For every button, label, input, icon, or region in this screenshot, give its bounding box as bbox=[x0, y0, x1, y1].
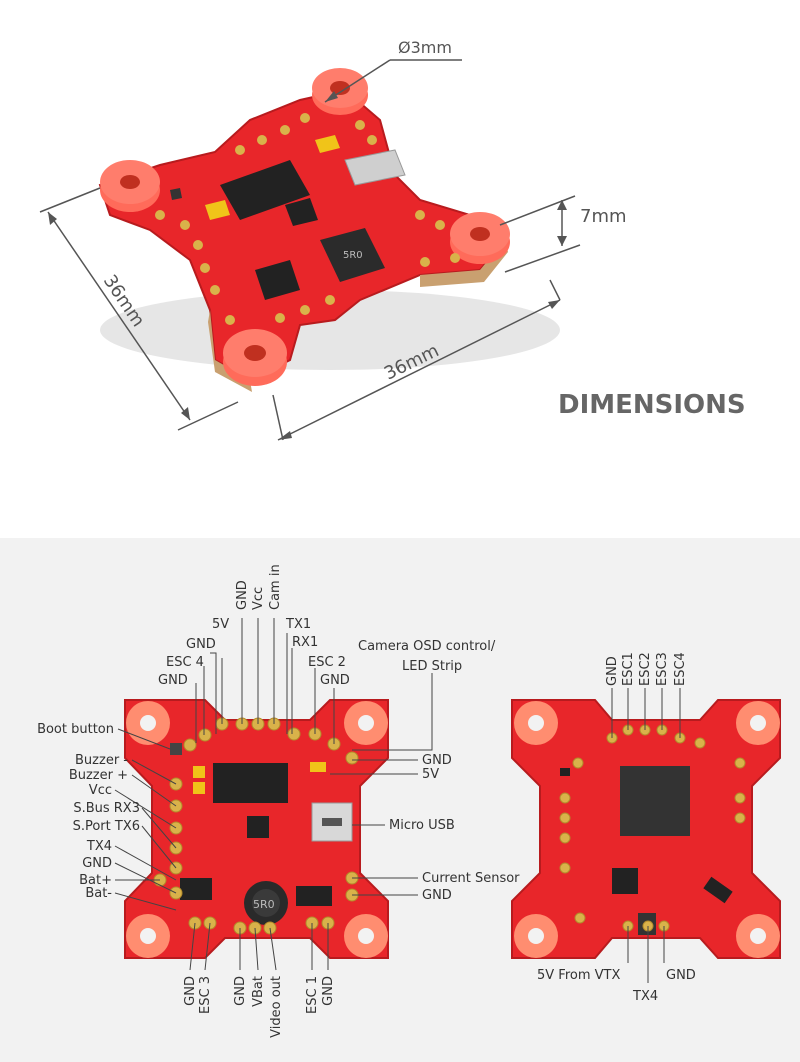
height-dimension: 7mm bbox=[580, 206, 627, 227]
front-leader-lines bbox=[114, 618, 433, 971]
back-label-tx4: TX4 bbox=[632, 989, 658, 1004]
label-sport-tx6: S.Port TX6 bbox=[73, 819, 140, 834]
label-vcc: Vcc bbox=[89, 783, 112, 798]
dimensions-illustration: 5R0 bbox=[39, 38, 746, 441]
label-top-gnd-left: GND bbox=[186, 637, 216, 652]
label-buzzer-minus: Buzzer - bbox=[75, 753, 128, 768]
front-board: 5R0 bbox=[124, 699, 389, 959]
label-right-5v: 5V bbox=[422, 767, 439, 782]
label-current-sensor: Current Sensor bbox=[422, 871, 520, 886]
front-grommets bbox=[126, 701, 388, 958]
grommet-bottom bbox=[223, 329, 287, 386]
mounting-grommets bbox=[100, 68, 510, 386]
back-grommets bbox=[514, 701, 780, 958]
label-bottom-gnd-2: GND bbox=[233, 976, 248, 1006]
label-bottom-gnd: GND bbox=[183, 976, 198, 1006]
front-components: 5R0 bbox=[170, 743, 353, 925]
back-label-gnd-bottom: GND bbox=[666, 968, 696, 983]
grommet-left bbox=[100, 160, 160, 212]
label-bottom-vbat: VBat bbox=[251, 976, 266, 1007]
back-label-esc2: ESC2 bbox=[638, 652, 653, 686]
label-micro-usb: Micro USB bbox=[389, 818, 455, 833]
pinout-panel: 5R0 bbox=[0, 538, 800, 1062]
dimension-arrowheads bbox=[48, 91, 567, 440]
grommet-top bbox=[312, 68, 368, 115]
label-top-cam-in: Cam in bbox=[268, 564, 283, 610]
back-label-esc1: ESC1 bbox=[621, 652, 636, 686]
label-bottom-esc3: ESC 3 bbox=[198, 976, 213, 1014]
board-components: 5R0 bbox=[170, 135, 406, 300]
back-board bbox=[511, 699, 781, 959]
label-top-gnd: GND bbox=[235, 580, 250, 610]
label-top-esc2: ESC 2 bbox=[308, 655, 346, 670]
dimensions-title: DIMENSIONS bbox=[558, 390, 746, 420]
label-top-5v: 5V bbox=[212, 617, 229, 632]
label-tx4: TX4 bbox=[86, 839, 112, 854]
mount-hole-dimension: Ø3mm bbox=[398, 38, 452, 57]
label-bat-plus: Bat+ bbox=[79, 873, 112, 888]
label-buzzer-plus: Buzzer + bbox=[69, 768, 128, 783]
board-pads bbox=[155, 113, 460, 325]
label-top-gnd-right: GND bbox=[320, 673, 350, 688]
label-sbus-rx3: S.Bus RX3 bbox=[73, 801, 140, 816]
label-camera-osd-1: Camera OSD control/ bbox=[358, 639, 496, 654]
label-camera-osd-2: LED Strip bbox=[402, 659, 462, 674]
label-right-gnd: GND bbox=[422, 753, 452, 768]
label-top-tx1: TX1 bbox=[285, 617, 311, 632]
back-leader-lines bbox=[611, 688, 681, 983]
pinout-illustration: 5R0 bbox=[37, 564, 781, 1038]
label-top-rx1: RX1 bbox=[292, 635, 318, 650]
front-inductor-label: 5R0 bbox=[253, 898, 275, 911]
label-bottom-esc1: ESC 1 bbox=[305, 976, 320, 1014]
label-top-gnd-far-left: GND bbox=[158, 673, 188, 688]
inductor-label: 5R0 bbox=[343, 250, 363, 261]
grommet-right bbox=[450, 212, 510, 264]
pcb-board-perspective bbox=[98, 88, 508, 392]
dimensions-panel: 5R0 bbox=[39, 38, 746, 441]
label-right-gnd-2: GND bbox=[422, 888, 452, 903]
label-bottom-video-out: Video out bbox=[269, 976, 284, 1038]
label-bottom-gnd-3: GND bbox=[321, 976, 336, 1006]
label-boot-button: Boot button bbox=[37, 722, 114, 737]
back-label-esc3: ESC3 bbox=[655, 652, 670, 686]
back-label-gnd: GND bbox=[605, 656, 620, 686]
label-top-vcc: Vcc bbox=[251, 587, 266, 610]
label-top-esc4: ESC 4 bbox=[166, 655, 204, 670]
back-label-5v-from-vtx: 5V From VTX bbox=[537, 968, 620, 983]
back-components bbox=[560, 766, 733, 935]
label-gnd-left: GND bbox=[82, 856, 112, 871]
label-bat-minus: Bat- bbox=[85, 886, 112, 901]
back-label-esc4: ESC4 bbox=[673, 652, 688, 686]
